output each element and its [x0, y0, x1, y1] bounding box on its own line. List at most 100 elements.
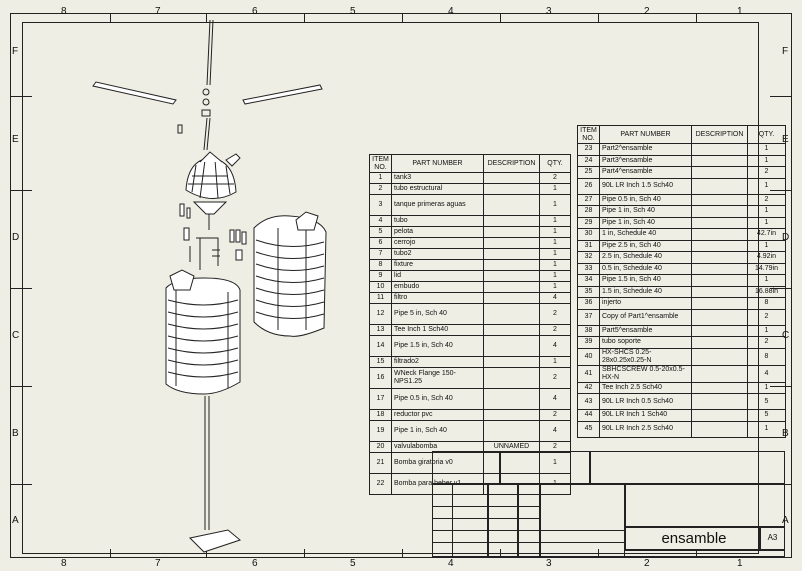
qty-cell: 1 — [747, 177, 786, 195]
qty-cell: 1 — [539, 281, 571, 293]
item-no-cell: 9 — [369, 270, 392, 282]
qty-cell: 4 — [539, 420, 571, 442]
item-no-cell: 14 — [369, 335, 392, 357]
description-cell — [483, 292, 540, 304]
part-number-cell: Part2^ensamble — [599, 143, 692, 156]
item-no-cell: 15 — [369, 356, 392, 368]
qty-cell: 1 — [539, 226, 571, 238]
qty-cell: 4 — [539, 388, 571, 410]
funnel — [192, 201, 228, 215]
zone-col-label: 2 — [644, 558, 650, 569]
zone-row-label: F — [12, 46, 19, 57]
item-no-cell: 7 — [369, 248, 392, 260]
qty-cell: 1 — [539, 270, 571, 282]
item-no-cell: 12 — [369, 303, 392, 325]
item-no-cell: 28 — [577, 205, 600, 218]
zone-row-label: C — [782, 330, 790, 341]
zone-col-label: 4 — [448, 6, 454, 17]
qty-cell: 1 — [539, 237, 571, 249]
description-cell — [691, 228, 748, 241]
qty-cell: 4 — [539, 335, 571, 357]
part-number-cell: 0.5 in, Schedule 40 — [599, 262, 692, 275]
base-plate — [188, 529, 242, 553]
description-cell — [691, 205, 748, 218]
description-cell — [691, 143, 748, 156]
zone-col-label: 3 — [546, 558, 552, 569]
part-number-cell: Pipe 1 in, Sch 40 — [599, 216, 692, 229]
top-rod — [206, 19, 211, 86]
item-no-cell: 24 — [577, 154, 600, 167]
zone-tick — [402, 13, 403, 22]
item-no-cell: 16 — [369, 367, 392, 389]
part-number-cell: 90L LR Inch 1 Sch40 — [599, 409, 692, 422]
description-cell — [691, 364, 748, 383]
item-no-cell: 17 — [369, 388, 392, 410]
header-qty: QTY. — [539, 154, 571, 173]
zone-tick — [696, 549, 697, 558]
description-cell — [691, 239, 748, 252]
part-number-cell: tubo — [391, 215, 484, 227]
zone-tick — [402, 549, 403, 558]
left-arm — [92, 81, 177, 105]
item-no-cell: 11 — [369, 292, 392, 304]
qty-cell: 1 — [747, 274, 786, 287]
zone-col-label: 5 — [350, 558, 356, 569]
zone-row-label: C — [12, 330, 20, 341]
zone-tick — [770, 96, 792, 97]
zone-tick — [10, 484, 32, 485]
part-number-cell: Pipe 2.5 in, Sch 40 — [599, 239, 692, 252]
item-no-cell: 26 — [577, 177, 600, 195]
qty-cell: 8 — [747, 347, 786, 366]
item-no-cell: 19 — [369, 420, 392, 442]
description-cell — [483, 226, 540, 238]
part-number-cell: Tee Inch 2.5 Sch40 — [599, 381, 692, 394]
item-no-cell: 45 — [577, 420, 600, 438]
header-item-no: ITEM NO. — [577, 125, 600, 144]
description-cell — [483, 409, 540, 421]
part-number-cell: filtro — [391, 292, 484, 304]
zone-col-label: 1 — [737, 558, 743, 569]
part-number-cell: Tee Inch 1 Sch40 — [391, 324, 484, 336]
item-no-cell: 21 — [369, 452, 392, 474]
zone-col-label: 3 — [546, 6, 552, 17]
zone-tick — [598, 549, 599, 558]
item-no-cell: 30 — [577, 228, 600, 241]
zone-col-label: 4 — [448, 558, 454, 569]
qty-cell: 1 — [539, 183, 571, 195]
zone-tick — [10, 288, 32, 289]
description-cell — [483, 194, 540, 216]
qty-cell: 1 — [747, 154, 786, 167]
qty-cell: 1 — [747, 205, 786, 218]
item-no-cell: 33 — [577, 262, 600, 275]
item-no-cell: 27 — [577, 193, 600, 206]
part-number-cell: 90L LR Inch 1.5 Sch40 — [599, 177, 692, 195]
item-no-cell: 43 — [577, 393, 600, 410]
zone-col-label: 7 — [155, 558, 161, 569]
item-no-cell: 20 — [369, 441, 392, 453]
description-cell — [691, 177, 748, 195]
item-no-cell: 25 — [577, 166, 600, 179]
part-number-cell: Pipe 0.5 in, Sch 40 — [391, 388, 484, 410]
qty-cell: 2 — [539, 172, 571, 184]
